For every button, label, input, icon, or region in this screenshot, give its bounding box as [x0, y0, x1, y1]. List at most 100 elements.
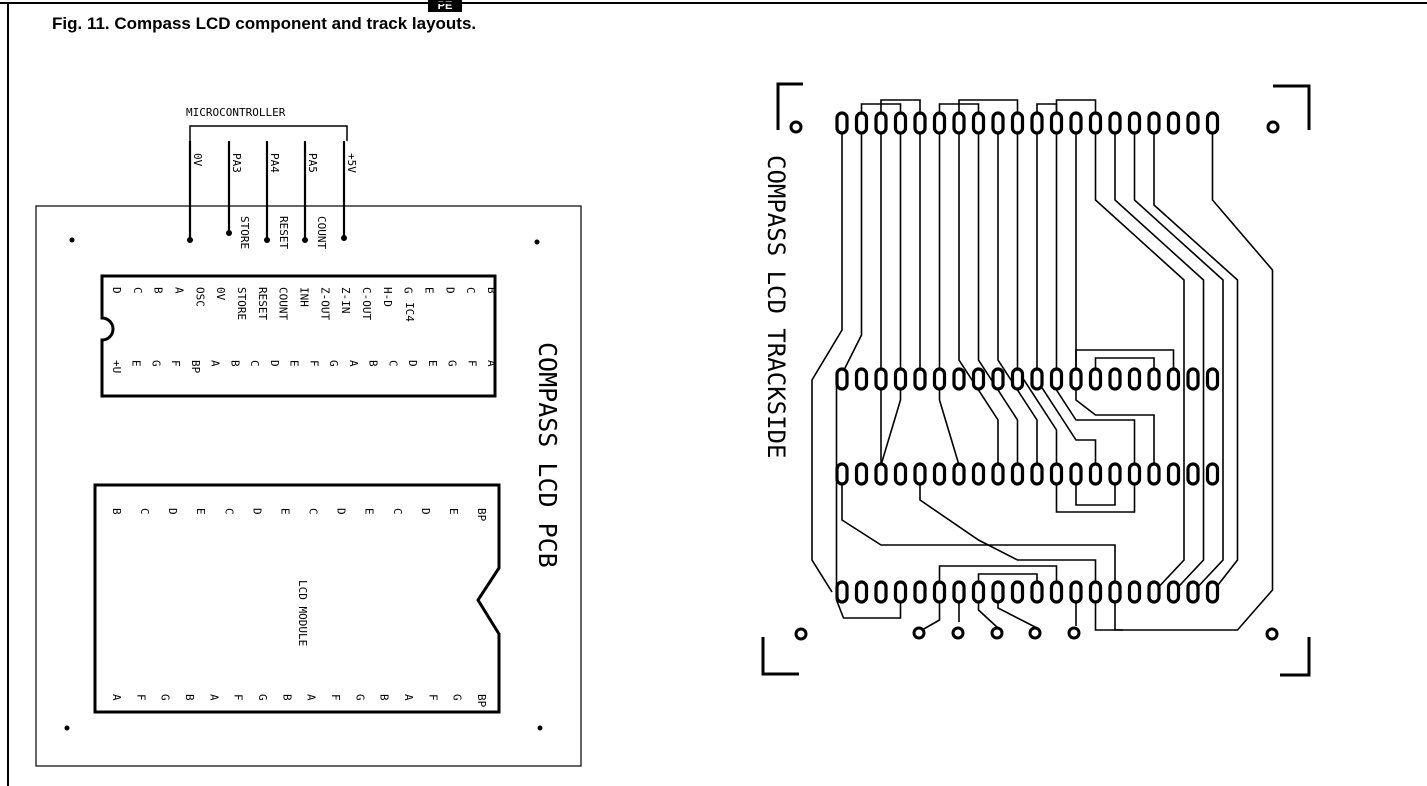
ic4-pin-label: H-D: [381, 287, 394, 307]
ic4-pin-label: RESET: [256, 287, 269, 320]
ic4-outline: [100, 274, 497, 398]
lead-joint: [302, 237, 308, 243]
solder-pad: [1028, 626, 1042, 640]
copper-track: [1094, 133, 1185, 593]
solder-pad: [971, 580, 986, 604]
solder-pad: [1127, 462, 1142, 486]
track-layout: COMPASS LCD TRACKSIDE: [761, 82, 1311, 677]
lcd-pin-label: F: [329, 694, 342, 701]
lcd-module-label: LCD MODULE: [296, 580, 309, 646]
solder-pad: [1205, 580, 1220, 604]
solder-pad: [1049, 367, 1064, 391]
ic4-pin-label: D: [443, 287, 456, 294]
track-title: COMPASS LCD TRACKSIDE: [762, 155, 790, 458]
ic4-pin-label: D: [268, 360, 281, 367]
ic4-pin-label: C: [464, 287, 477, 294]
solder-pad: [1010, 580, 1025, 604]
solder-pad: [1205, 462, 1220, 486]
connector-label: PA5: [306, 153, 319, 173]
copper-track: [880, 133, 902, 466]
ic4-pin-label: A: [173, 287, 186, 294]
solder-pad: [952, 367, 966, 391]
solder-pad: [932, 462, 947, 486]
solder-pad: [874, 111, 888, 135]
solder-pad: [1069, 111, 1083, 135]
mount-hole: [537, 725, 543, 731]
ic4-label: IC4: [403, 302, 416, 322]
solder-pad: [932, 580, 947, 604]
ic4-pin-label: C: [131, 287, 144, 294]
solder-pad: [913, 462, 927, 486]
copper-track: [1075, 349, 1175, 369]
solder-pad: [893, 111, 908, 135]
lcd-pin-label: A: [207, 694, 220, 701]
solder-pad: [932, 111, 947, 135]
copper-track: [1016, 133, 1058, 465]
lcd-pin-label: D: [166, 508, 179, 515]
lcd-pin-label: C: [222, 508, 235, 515]
lcd-pin-label: A: [110, 694, 123, 701]
mount-hole: [69, 237, 75, 243]
ic4-pin-label: Z-OUT: [318, 287, 331, 320]
ic4-pin-label: B: [152, 287, 165, 294]
ic4-pin-label: C: [248, 360, 261, 367]
ic4-pin-label: G: [149, 360, 162, 367]
ic4-pin-label: G: [402, 287, 415, 294]
solder-pad: [1166, 111, 1181, 135]
solder-pad: [912, 626, 926, 640]
copper-track: [841, 484, 1116, 592]
connector-label: PA4: [268, 153, 281, 173]
signal-label: STORE: [238, 216, 251, 249]
lcd-pin-label: BP: [475, 694, 488, 708]
solder-pad: [1108, 462, 1122, 486]
solder-pad: [1108, 111, 1122, 135]
mount-hole: [1265, 627, 1279, 641]
solder-pad: [854, 111, 869, 135]
lcd-pin-label: B: [110, 508, 123, 515]
connector-label: 0V: [191, 153, 204, 167]
solder-pad: [1030, 580, 1044, 604]
solder-pad: [1166, 462, 1181, 486]
solder-pad: [1127, 580, 1142, 604]
lead-joint: [187, 237, 193, 243]
solder-pad: [835, 111, 849, 135]
copper-track: [1055, 99, 1097, 113]
copper-track: [921, 602, 941, 631]
bracket-label: MICROCONTROLLER: [186, 106, 286, 119]
mount-hole: [789, 120, 803, 134]
solder-pad: [1147, 580, 1161, 604]
ic4-pin-label: E: [288, 360, 301, 367]
solder-pad: [991, 111, 1005, 135]
copper-track: [977, 573, 1038, 582]
copper-track: [1036, 133, 1097, 465]
lcd-pin-label: F: [232, 694, 245, 701]
copper-track: [1114, 133, 1205, 593]
solder-pad: [1108, 367, 1122, 391]
solder-pad: [1010, 367, 1025, 391]
ic4-pin-label: A: [485, 360, 498, 367]
solder-pad: [1069, 580, 1083, 604]
copper-track: [1075, 484, 1116, 506]
solder-pad: [971, 367, 986, 391]
solder-pad: [1108, 580, 1122, 604]
ic4-pin-label: BP: [189, 360, 202, 374]
solder-pad: [874, 462, 888, 486]
ic4-pin-label: COUNT: [277, 287, 290, 320]
ic4-pin-label: E: [130, 360, 143, 367]
lcd-pin-label: A: [305, 694, 318, 701]
ic4-pin-label: F: [307, 360, 320, 367]
lcd-pin-label: C: [307, 508, 320, 515]
lead-joint: [341, 235, 347, 241]
solder-pad: [1067, 626, 1081, 640]
copper-track: [997, 602, 1038, 629]
signal-label: COUNT: [315, 216, 328, 249]
copper-track: [811, 133, 843, 593]
lead-joint: [264, 237, 270, 243]
lcd-pin-label: D: [335, 508, 348, 515]
ic4-pin-labels: BCDEGH-DC-OUTZ-INZ-OUTINHCOUNTRESETSTORE…: [110, 287, 498, 374]
lcd-pin-label: E: [363, 508, 376, 515]
lcd-pin-label: G: [451, 694, 464, 701]
lcd-pin-label: F: [134, 694, 147, 701]
solder-pad: [1147, 367, 1161, 391]
